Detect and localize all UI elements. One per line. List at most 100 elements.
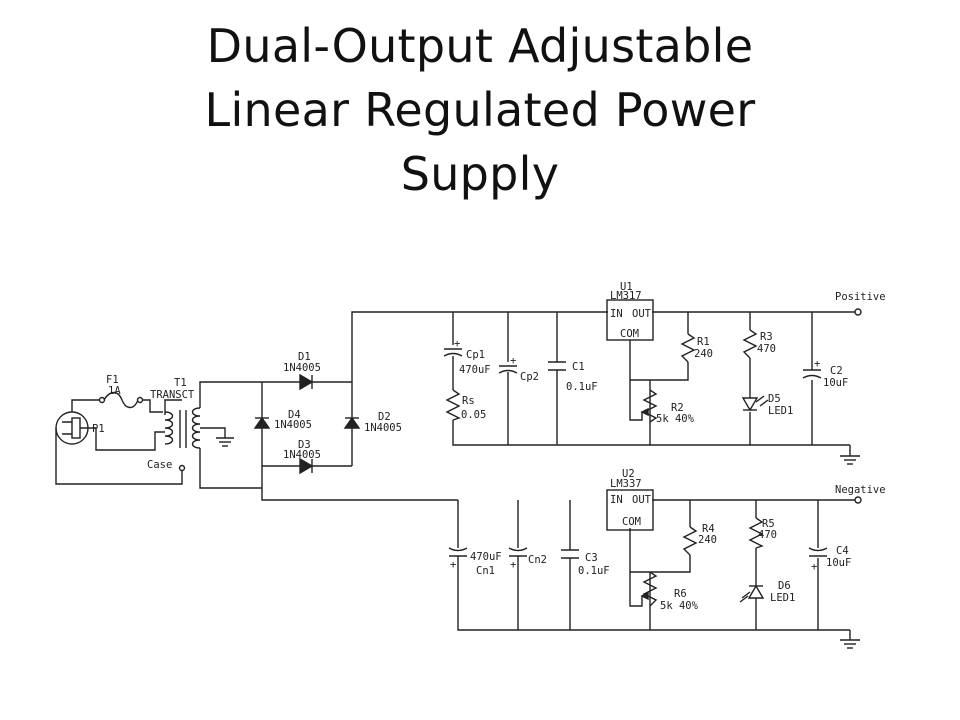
u2-ref: U2 (622, 468, 635, 480)
capacitor-c4: + C4 10uF (808, 545, 851, 573)
r2-ref: R2 (671, 402, 684, 414)
title-line-2: Linear Regulated Power (204, 83, 756, 137)
ground-negative (840, 630, 860, 649)
c4-val: 10uF (826, 557, 851, 569)
u2-val: LM337 (610, 478, 642, 490)
d5-val: LED1 (768, 405, 793, 417)
c2-val: 10uF (823, 377, 848, 389)
svg-text:+: + (510, 559, 516, 571)
p1-ref: P1 (92, 423, 105, 435)
d3-val: 1N4005 (283, 449, 321, 461)
u2-pin-in: IN (610, 494, 623, 506)
c1-val: 0.1uF (566, 381, 598, 393)
svg-text:+: + (450, 559, 456, 571)
u2-pin-out: OUT (632, 494, 652, 506)
resistor-r5: R5 470 (748, 517, 777, 549)
u1-pin-com: COM (620, 328, 639, 340)
u1-pin-in: IN (610, 308, 623, 320)
r5-val: 470 (758, 529, 777, 541)
capacitor-cp2: + Cp2 (498, 355, 539, 383)
positive-terminal: Positive (835, 291, 886, 316)
f1-ref: F1 (106, 374, 119, 386)
r5-ref: R5 (762, 518, 775, 530)
c3-ref: C3 (585, 552, 598, 564)
c4-ref: C4 (836, 545, 849, 557)
r4-val: 240 (698, 534, 717, 546)
d6-ref: D6 (778, 580, 791, 592)
d2-val: 1N4005 (364, 422, 402, 434)
d4-val: 1N4005 (274, 419, 312, 431)
ground-positive (840, 445, 860, 465)
resistor-r4: R4 240 (682, 523, 717, 556)
led-d6: D6 LED1 (739, 580, 795, 604)
d6-val: LED1 (770, 592, 795, 604)
capacitor-c3: C3 0.1uF (561, 549, 610, 577)
diode-d3: D3 1N4005 (283, 439, 321, 475)
svg-text:+: + (454, 338, 460, 350)
svg-text:+: + (811, 561, 817, 573)
c3-val: 0.1uF (578, 565, 610, 577)
transformer-t1: T1 TRANSCT Case (147, 377, 262, 489)
negative-terminal: Negative (835, 484, 886, 504)
u1-val: LM317 (610, 290, 642, 302)
capacitor-cn1: + 470uF Cn1 (448, 547, 502, 577)
positive-rail-wiring (452, 311, 855, 446)
regulator-u1: U1 LM317 IN OUT COM (606, 281, 654, 341)
capacitor-cn2: + Cn2 (508, 547, 547, 571)
potentiometer-r2: R2 5k 40% (640, 380, 695, 425)
cp2-ref: Cp2 (520, 371, 539, 383)
cp1-ref: Cp1 (466, 349, 485, 361)
rs-ref: Rs (462, 395, 475, 407)
t1-val: TRANSCT (150, 389, 195, 401)
u1-ref: U1 (620, 281, 633, 293)
capacitor-c1: C1 0.1uF (548, 361, 598, 393)
bridge-wiring (261, 311, 608, 501)
u2-pin-com: COM (622, 516, 641, 528)
r6-val: 5k 40% (660, 600, 699, 612)
negative-label: Negative (835, 484, 886, 496)
input-wiring (55, 399, 183, 485)
cn2-ref: Cn2 (528, 554, 547, 566)
d3-ref: D3 (298, 439, 311, 451)
r2-val: 5k 40% (656, 413, 695, 425)
resistor-r3: R3 470 (742, 329, 776, 359)
capacitor-c2: + C2 10uF (802, 358, 848, 389)
cp1-val: 470uF (459, 364, 491, 376)
regulator-u2: U2 LM337 IN OUT COM (606, 468, 654, 531)
r6-ref: R6 (674, 588, 687, 600)
title-line-3: Supply (400, 147, 560, 201)
d4-ref: D4 (288, 409, 301, 421)
u1-pin-out: OUT (632, 308, 652, 320)
capacitor-cp1: + Cp1 470uF (443, 338, 491, 376)
case-label: Case (147, 459, 172, 471)
cn1-val: 470uF (470, 551, 502, 563)
diode-d1: D1 1N4005 (283, 351, 321, 391)
resistor-r1: R1 240 (680, 333, 713, 363)
r1-val: 240 (694, 348, 713, 360)
led-d5: D5 LED1 (741, 393, 793, 417)
svg-text:+: + (510, 355, 516, 367)
potentiometer-r6: R6 5k 40% (640, 571, 699, 612)
f1-val: 1A (108, 385, 121, 397)
slide-title: Dual-Output Adjustable Linear Regulated … (0, 14, 960, 206)
t1-ref: T1 (174, 377, 187, 389)
r4-ref: R4 (702, 523, 715, 535)
d1-val: 1N4005 (283, 362, 321, 374)
c2-ref: C2 (830, 365, 843, 377)
d2-ref: D2 (378, 411, 391, 423)
title-line-1: Dual-Output Adjustable (206, 19, 754, 73)
cn1-ref: Cn1 (476, 565, 495, 577)
r3-ref: R3 (760, 331, 773, 343)
fuse-f1: F1 1A (98, 374, 163, 413)
r1-ref: R1 (697, 336, 710, 348)
d1-ref: D1 (298, 351, 311, 363)
diode-d2: D2 1N4005 (343, 411, 402, 434)
resistor-rs: Rs 0.05 (445, 389, 486, 421)
c1-ref: C1 (572, 361, 585, 373)
d5-ref: D5 (768, 393, 781, 405)
r3-val: 470 (757, 343, 776, 355)
negative-rail-wiring (457, 499, 855, 631)
rs-val: 0.05 (461, 409, 486, 421)
svg-text:+: + (814, 358, 820, 370)
